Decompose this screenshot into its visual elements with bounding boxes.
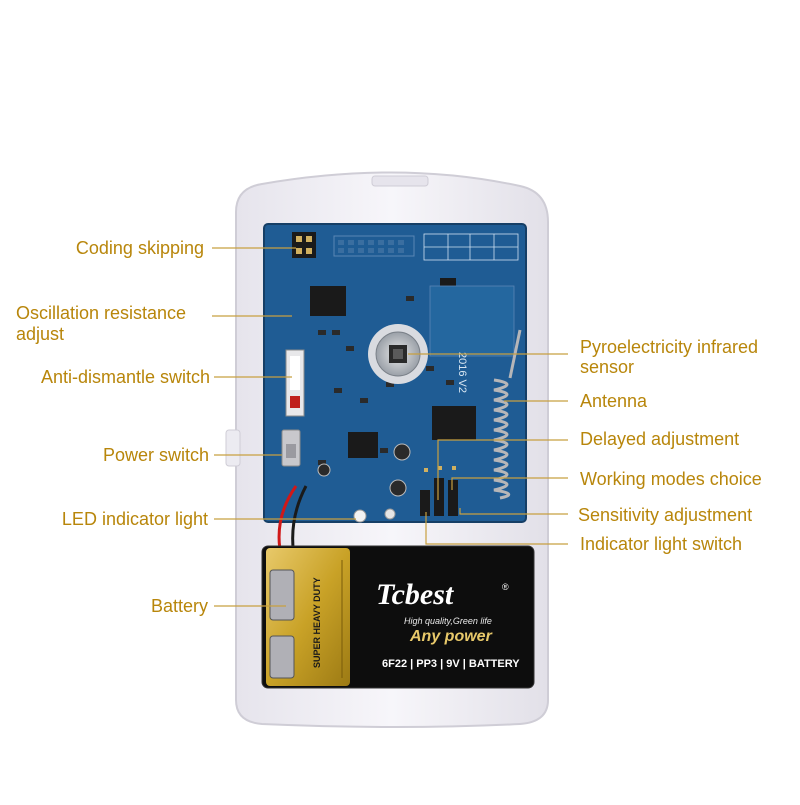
coding-jumper-block bbox=[292, 232, 316, 258]
callout-delayed bbox=[437, 439, 568, 500]
label-power-switch: Power switch bbox=[102, 445, 209, 465]
battery-tagline: Any power bbox=[410, 628, 492, 645]
battery bbox=[261, 545, 535, 689]
ic-chip-mid bbox=[348, 432, 378, 458]
battery-slogan: High quality,Green life bbox=[404, 616, 492, 626]
callout-sensitivity bbox=[459, 508, 568, 515]
battery-spec: 6F22 | PP3 | 9V | BATTERY bbox=[382, 658, 520, 670]
label-battery: Battery bbox=[150, 596, 208, 616]
label-pir-line2: sensor bbox=[580, 357, 635, 377]
pin-header-row bbox=[333, 235, 415, 257]
label-coding-skipping: Coding skipping bbox=[75, 238, 204, 258]
adjustment-pins bbox=[424, 466, 456, 472]
capacitor-1 bbox=[393, 443, 411, 461]
label-working-modes: Working modes choice bbox=[580, 469, 762, 489]
label-oscillation-line2: adjust bbox=[16, 324, 65, 344]
label-anti-dismantle: Anti-dismantle switch bbox=[40, 367, 210, 387]
capacitor-2 bbox=[389, 479, 407, 497]
antenna-trace-area bbox=[429, 285, 515, 357]
battery-brand: Tcbest bbox=[376, 578, 454, 611]
mode-jumpers bbox=[420, 478, 458, 516]
anti-dismantle-switch bbox=[285, 349, 305, 417]
led-indicator bbox=[353, 509, 367, 523]
label-sensitivity: Sensitivity adjustment bbox=[578, 505, 753, 525]
label-led-indicator: LED indicator light bbox=[61, 509, 208, 529]
callout-working-modes bbox=[451, 477, 568, 490]
callout-indicator-switch bbox=[425, 512, 568, 545]
capacitor-3 bbox=[317, 463, 331, 477]
housing-side-clip bbox=[225, 429, 241, 467]
ic-chip-top bbox=[310, 286, 346, 316]
label-oscillation-line1: Oscillation resistance bbox=[16, 303, 187, 323]
label-delayed: Delayed adjustment bbox=[580, 429, 740, 449]
label-indicator-switch: Indicator light switch bbox=[580, 534, 743, 554]
pir-sensor bbox=[368, 324, 428, 384]
label-antenna: Antenna bbox=[580, 391, 648, 411]
housing-top-notch bbox=[371, 175, 429, 187]
label-pir-line1: Pyroelectricity infrared bbox=[580, 337, 759, 357]
battery-registered-mark: ® bbox=[502, 582, 509, 592]
ic-chip-right bbox=[432, 406, 476, 440]
